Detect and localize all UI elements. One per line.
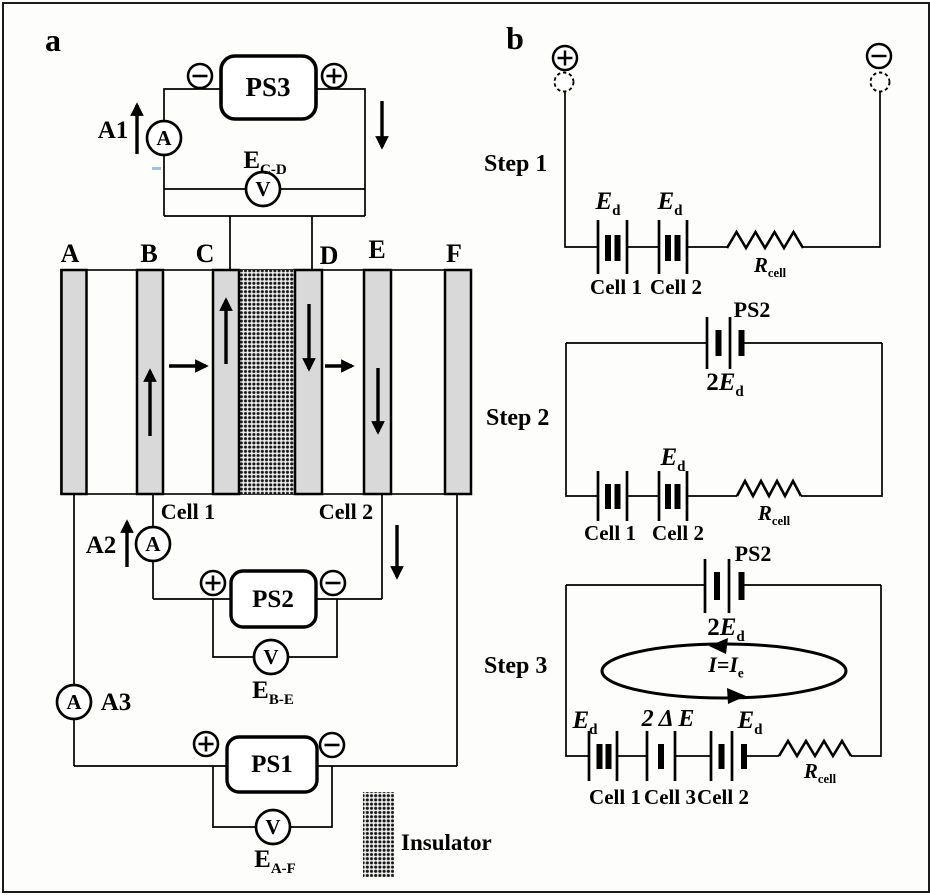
ps3-title: PS3 <box>245 72 291 102</box>
voltmeter-letter: V <box>255 177 271 201</box>
insulator-bar <box>240 270 294 494</box>
step3-2ed-label: 2Ed <box>707 614 745 645</box>
electrode-a <box>60 268 88 496</box>
voltmeter-letter: V <box>265 815 281 839</box>
ammeter-letter: A <box>66 690 82 714</box>
loop-arrow-left <box>709 638 728 654</box>
voltage-label-be: EB-E <box>252 677 294 708</box>
voltage-label-af: EA-F <box>254 846 296 877</box>
ps1-box <box>225 735 319 794</box>
step3-cell2-label: Cell 2 <box>697 785 749 809</box>
step1-ed-cell1: Ed <box>595 188 621 219</box>
step2-2ed-label: 2Ed <box>706 369 744 400</box>
battery-thick-plates <box>596 235 747 769</box>
electrode-label-a: A <box>60 239 80 268</box>
plus-terminal-icon <box>320 62 348 90</box>
step3-cell1-label: Cell 1 <box>589 785 641 809</box>
resistor-step3 <box>777 738 853 759</box>
a1-label: A1 <box>97 117 129 144</box>
minus-terminal-icon <box>865 42 893 70</box>
step3-title: Step 3 <box>484 653 548 679</box>
ammeter-a2-icon <box>134 525 172 563</box>
step1-cell2-label: Cell 2 <box>650 275 702 299</box>
voltage-label-cd: EC-D <box>243 147 287 178</box>
step3-ed-cell2: Ed <box>737 707 763 738</box>
panel-b-wires <box>564 91 883 757</box>
step1-cell1-label: Cell 1 <box>590 275 642 299</box>
insulator-legend-swatch <box>363 792 394 877</box>
battery-tall-plates <box>587 220 734 781</box>
voltmeter-cd-icon <box>244 170 282 208</box>
ps3-box <box>219 54 318 121</box>
step1-ed-cell2: Ed <box>657 188 683 219</box>
ammeter-a3-icon <box>55 683 93 721</box>
panel-a-label: a <box>45 22 61 58</box>
ps1-title: PS1 <box>251 751 293 778</box>
ps2-box <box>229 569 318 629</box>
step2-ed-cell2: Ed <box>660 444 686 475</box>
cell2-label: Cell 2 <box>318 499 374 524</box>
step3-ps2-label: PS2 <box>734 541 772 566</box>
a2-label: A2 <box>85 532 117 559</box>
minus-terminal-icon <box>319 569 347 597</box>
step1-title: Step 1 <box>484 151 548 177</box>
step2-cell2-label: Cell 2 <box>652 521 704 545</box>
resistor-step1 <box>725 229 805 251</box>
diagram-graphics <box>55 42 893 877</box>
loop-arrow-right <box>727 688 746 704</box>
resistors <box>725 229 853 759</box>
electrode-label-b: B <box>140 239 158 268</box>
plus-terminal-icon <box>199 569 227 597</box>
a3-label: A3 <box>100 689 132 716</box>
electrode-label-e: E <box>368 235 386 264</box>
electrode-label-c: C <box>195 239 215 268</box>
contact-dashed-circle <box>869 71 891 93</box>
insulator-legend-label: Insulator <box>401 830 492 855</box>
step1-rcell-label: Rcell <box>753 253 787 281</box>
step3-current-label: I=Ie <box>708 652 744 681</box>
ammeter-letter: A <box>156 126 172 150</box>
electrode-label-d: D <box>319 241 339 270</box>
ammeter-letter: A <box>145 532 161 556</box>
contact-dashed-circle <box>553 71 575 93</box>
minus-terminal-icon <box>186 62 214 90</box>
plus-terminal-icon <box>551 44 579 72</box>
step2-title: Step 2 <box>486 405 550 431</box>
electrode-f <box>443 268 473 496</box>
voltmeter-letter: V <box>263 645 279 669</box>
step2-ps2-label: PS2 <box>733 297 771 322</box>
plus-terminal-icon <box>192 730 220 758</box>
electrode-d <box>293 268 324 496</box>
resistor-step2 <box>735 478 803 499</box>
step2-rcell-label: Rcell <box>757 501 791 529</box>
voltmeter-be-icon <box>252 638 290 676</box>
ammeter-a1-icon <box>145 119 183 157</box>
electrode-label-f: F <box>446 239 462 268</box>
step3-cell3-label: Cell 3 <box>644 785 696 809</box>
step2-cell1-label: Cell 1 <box>584 521 636 545</box>
minus-terminal-icon <box>318 731 346 759</box>
step3-ed-cell1: Ed <box>572 707 598 738</box>
ps2-title: PS2 <box>252 586 294 613</box>
voltmeter-af-icon <box>254 808 292 846</box>
cell1-label: Cell 1 <box>160 499 216 524</box>
panel-b-label: b <box>506 20 524 56</box>
scan-artifact <box>152 167 161 170</box>
current-arrows <box>120 101 404 580</box>
step3-rcell-label: Rcell <box>803 759 837 787</box>
step3-2deltaE-label: 2 Δ E <box>641 706 695 732</box>
